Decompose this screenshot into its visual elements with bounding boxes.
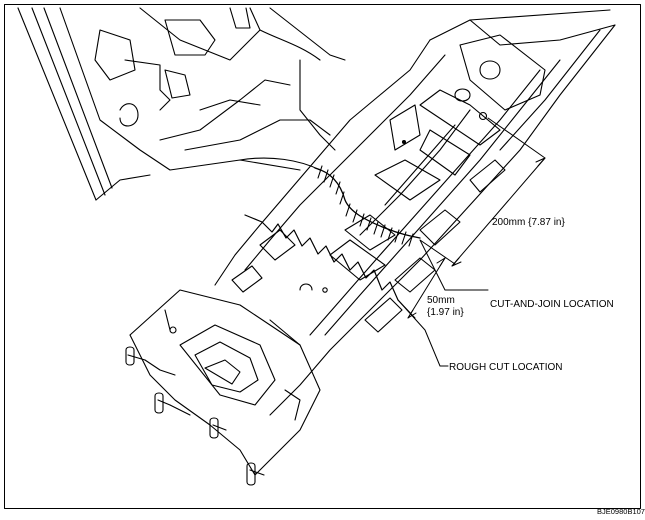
figure-code: BJE0980B107: [597, 507, 645, 516]
rough-cut-callout: ROUGH CUT LOCATION: [449, 362, 563, 373]
cut-and-join-line: [314, 165, 421, 247]
dimension-short-label-line1: 50mm: [427, 295, 455, 306]
dimension-lines: [397, 117, 546, 367]
mount-bracket: [125, 289, 321, 486]
body-panel: [17, 7, 346, 201]
rough-cut-line: [244, 214, 399, 301]
figure-border: [4, 4, 641, 509]
cut-and-join-callout: CUT-AND-JOIN LOCATION: [490, 299, 614, 310]
dimension-long-label: 200mm {7.87 in}: [492, 217, 565, 228]
frame-rail: [214, 9, 616, 416]
dimension-short-label-line2: {1.97 in}: [427, 307, 464, 318]
